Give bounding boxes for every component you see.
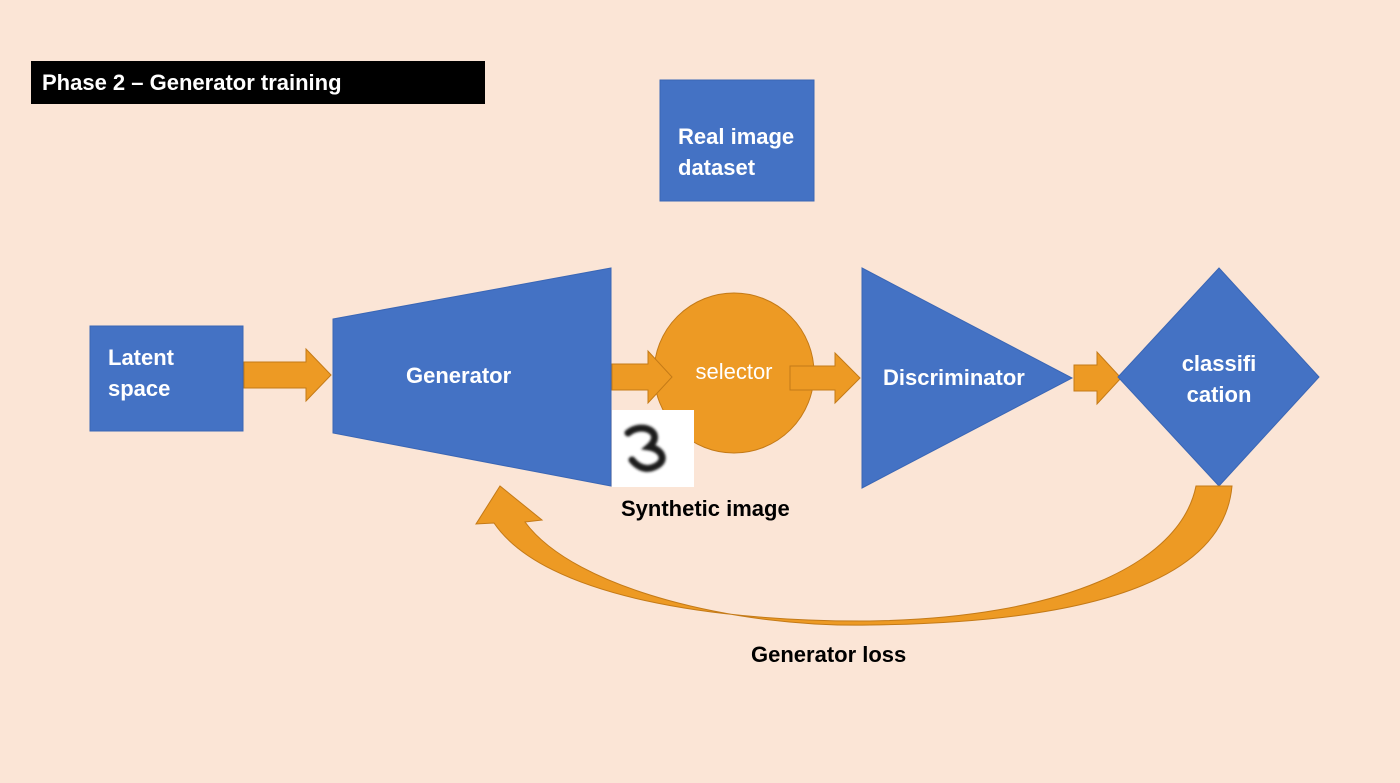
discriminator-shape — [861, 267, 1074, 489]
generator-label: Generator — [406, 363, 512, 388]
generator-loss-label: Generator loss — [751, 642, 907, 667]
classification-label: classifi cation — [1181, 351, 1257, 407]
generator-shape — [332, 267, 612, 487]
synthetic-image-thumbnail — [612, 410, 694, 487]
latent-to-generator-arrow — [243, 347, 332, 403]
real-dataset-box — [659, 79, 815, 202]
discriminator-to-classification-arrow — [1073, 350, 1122, 406]
phase-title: Phase 2 – Generator training — [42, 70, 342, 95]
generator-to-selector-arrow — [611, 349, 673, 405]
selector-label: selector — [695, 359, 773, 384]
synthetic-image-label: Synthetic image — [621, 496, 790, 521]
generator-loss-feedback-arrow — [475, 485, 1233, 626]
latent-space-box — [89, 325, 244, 432]
latent-space-label: Latent space — [108, 345, 174, 401]
discriminator-label: Discriminator — [883, 365, 1025, 390]
selector-to-discriminator-arrow — [789, 351, 861, 405]
real-dataset-label: Real image dataset — [678, 124, 795, 180]
phase-title-banner: Phase 2 – Generator training — [31, 61, 485, 104]
